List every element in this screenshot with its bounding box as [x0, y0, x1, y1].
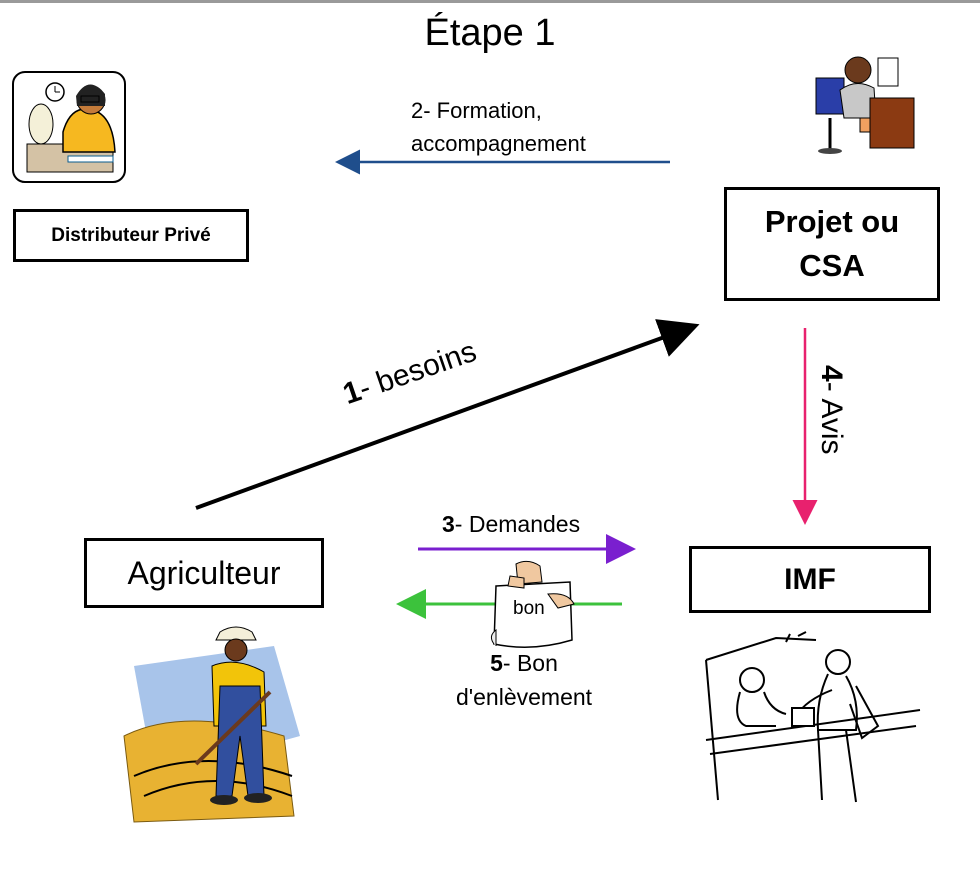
- projet-clipart: [815, 56, 915, 154]
- agriculteur-label: Agriculteur: [127, 554, 281, 591]
- formation-label: 2- Formation, accompagnement: [411, 94, 586, 160]
- demandes-text: - Demandes: [454, 511, 581, 537]
- agriculteur-box: Agriculteur: [84, 538, 324, 608]
- avis-number: 4: [815, 365, 848, 382]
- top-border: [0, 0, 980, 3]
- imf-box: IMF: [689, 546, 931, 613]
- avis-label: 4- Avis: [814, 365, 848, 455]
- bon-document-label: bon: [513, 598, 545, 619]
- projet-label-line2: CSA: [799, 248, 865, 283]
- projet-csa-box: Projet ou CSA: [724, 187, 940, 301]
- farmer-clipart: [123, 626, 300, 823]
- imf-label: IMF: [784, 562, 836, 596]
- distributeur-label: Distributeur Privé: [51, 224, 211, 246]
- besoins-arrow: [195, 319, 700, 510]
- avis-text: - Avis: [815, 381, 848, 455]
- demandes-number: 3: [442, 511, 455, 537]
- imf-clipart: [705, 631, 921, 803]
- formation-label-line1: 2- Formation,: [411, 98, 542, 123]
- formation-label-line2: accompagnement: [411, 131, 586, 156]
- page-title: Étape 1: [424, 12, 556, 54]
- distributeur-prive-box: Distributeur Privé: [13, 209, 249, 262]
- bon-text-line1: - Bon: [502, 650, 558, 676]
- bon-text-line2: d'enlèvement: [455, 684, 593, 710]
- demandes-label: 3- Demandes: [442, 511, 580, 538]
- bon-number: 5: [490, 650, 503, 676]
- bon-enlevement-label: 5- Bon d'enlèvement: [412, 646, 636, 714]
- bon-document-icon: [490, 560, 575, 648]
- projet-label-line1: Projet ou: [764, 204, 900, 239]
- distributor-clipart: [12, 71, 126, 183]
